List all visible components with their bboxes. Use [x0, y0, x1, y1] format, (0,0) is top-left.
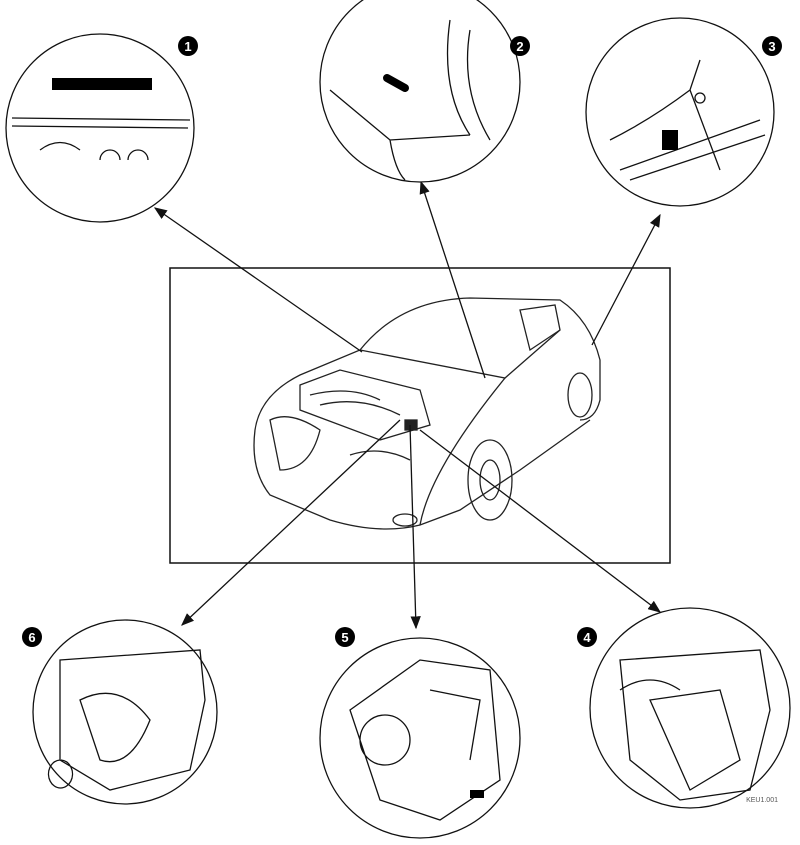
detail-circle-3: [585, 17, 775, 207]
arrow-2: [419, 180, 486, 379]
leader-arrows: [153, 180, 662, 630]
badge-5: 5: [335, 627, 355, 647]
svg-text:1: 1: [184, 39, 191, 54]
figure-code: KEU1.001: [746, 797, 778, 804]
vehicle-frame: [169, 267, 671, 564]
svg-text:6: 6: [28, 630, 35, 645]
arrow-4: [419, 429, 662, 613]
svg-text:4: 4: [583, 630, 591, 645]
svg-text:5: 5: [341, 630, 348, 645]
badge-1: 1: [178, 36, 198, 56]
detail-circle-5: [319, 637, 521, 839]
badge-2: 2: [510, 36, 530, 56]
detail-circle-2: [319, 0, 521, 183]
svg-text:2: 2: [516, 39, 523, 54]
svg-text:3: 3: [768, 39, 775, 54]
car-illustration: [253, 297, 601, 530]
detail-circle-4: [589, 607, 791, 809]
badge-6: 6: [22, 627, 42, 647]
arrow-5: [409, 424, 421, 630]
arrow-6: [181, 419, 401, 626]
badge-3: 3: [762, 36, 782, 56]
detail-circle-6: [32, 619, 218, 805]
callout-badges: 1 2 3 4 5 6: [22, 36, 782, 647]
detail-circle-1: [5, 33, 195, 223]
arrow-1: [153, 207, 363, 353]
badge-4: 4: [577, 627, 597, 647]
arrow-3: [591, 213, 661, 346]
